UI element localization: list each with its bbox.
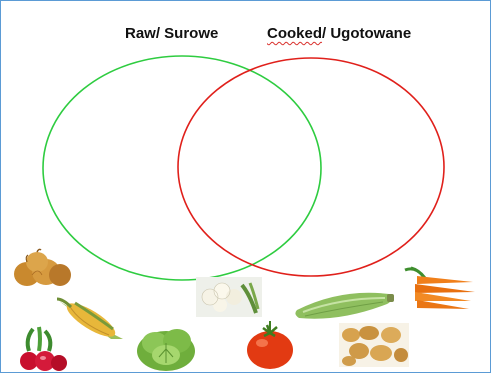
radishes-icon[interactable] [13, 325, 71, 373]
label-raw: Raw/ Surowe [125, 25, 219, 42]
corn-icon[interactable] [53, 295, 129, 345]
label-cooked-word: Cooked [267, 25, 323, 42]
tomato-icon[interactable] [245, 317, 295, 371]
lettuce-icon[interactable] [135, 319, 197, 372]
zucchini-icon[interactable] [291, 288, 397, 322]
carrots-icon[interactable] [403, 266, 477, 312]
label-cooked-rest: / Ugotowane [322, 25, 412, 42]
label-cooked: Cooked/ Ugotowane [267, 25, 411, 42]
raw-circle [42, 55, 322, 281]
potatoes-icon[interactable] [339, 323, 409, 367]
cooked-circle [177, 57, 445, 277]
cauliflower-icon[interactable] [196, 277, 262, 317]
onions-icon[interactable] [10, 247, 74, 289]
